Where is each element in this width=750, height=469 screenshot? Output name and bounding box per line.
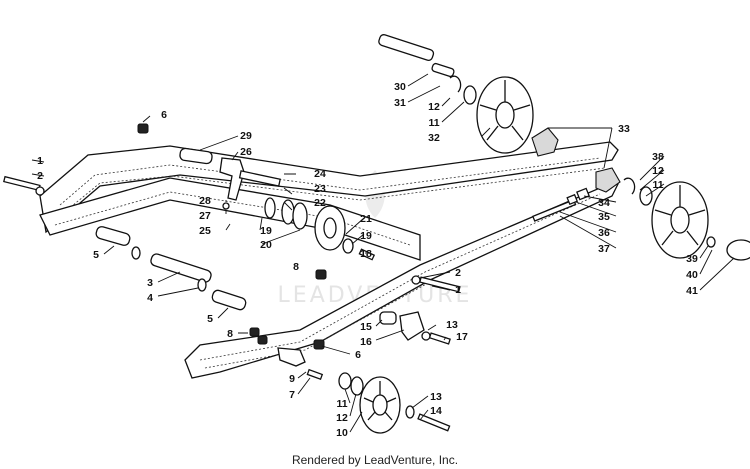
block-15-16	[379, 311, 451, 345]
callout-5-lower: 5	[207, 313, 213, 325]
callout-17: 17	[456, 331, 468, 343]
callout-11-right: 11	[652, 179, 663, 191]
callout-33: 33	[618, 123, 630, 135]
callout-36: 36	[598, 227, 610, 239]
callout-6-lower: 6	[355, 349, 361, 361]
callout-16: 16	[360, 336, 372, 348]
callout-20: 20	[260, 239, 272, 251]
callout-26: 26	[240, 146, 252, 158]
callout-3: 3	[147, 277, 153, 289]
callout-39: 39	[686, 253, 698, 265]
callout-5-upper: 5	[93, 249, 99, 261]
callout-18: 18	[360, 248, 372, 260]
tubes	[95, 226, 247, 311]
callout-34: 34	[598, 197, 610, 209]
callout-labels: 1 2 6 29 26 24 23 22 21 19 18 28 27 25 1…	[37, 81, 698, 439]
shaft-30	[378, 34, 477, 105]
callout-35: 35	[598, 211, 610, 223]
callout-11-top: 11	[428, 117, 439, 129]
wheel-20	[264, 197, 376, 261]
callout-12-bottom: 12	[336, 412, 348, 424]
callout-25: 25	[199, 225, 211, 237]
callout-1-middle: 1	[455, 284, 461, 296]
callout-29: 29	[240, 130, 252, 142]
callout-27: 27	[199, 210, 211, 222]
callout-11-bottom: 11	[336, 398, 347, 410]
callout-37: 37	[598, 243, 610, 255]
callout-9: 9	[289, 373, 295, 385]
bolt-1	[3, 175, 45, 196]
left-rail	[39, 177, 421, 261]
arm-9-and-nut-6	[277, 339, 325, 381]
callout-1: 1	[37, 155, 43, 167]
callout-12-top: 12	[428, 101, 440, 113]
callout-12-right: 12	[652, 165, 664, 177]
callout-28: 28	[199, 195, 211, 207]
callout-38: 38	[652, 151, 664, 163]
callout-13-middle: 13	[446, 319, 458, 331]
callout-6: 6	[161, 109, 167, 121]
callout-4: 4	[147, 292, 153, 304]
bolt-37	[532, 187, 590, 222]
callout-22: 22	[314, 197, 326, 209]
shaft-assembly	[179, 147, 281, 210]
nuts-8	[249, 269, 327, 345]
callout-7: 7	[289, 389, 295, 401]
callout-8-upper: 8	[293, 261, 299, 273]
callout-32: 32	[428, 132, 440, 144]
callout-2-middle: 2	[455, 267, 461, 279]
rear-rail	[39, 141, 619, 234]
wheel-32	[476, 76, 534, 154]
callout-8-lower: 8	[227, 328, 233, 340]
callout-23: 23	[314, 183, 326, 195]
callout-24: 24	[314, 168, 326, 180]
callout-21: 21	[360, 213, 372, 225]
callout-15: 15	[360, 321, 372, 333]
callout-2: 2	[37, 170, 43, 182]
wheel-38	[623, 177, 750, 261]
callout-19-left: 19	[260, 225, 272, 237]
hub-33	[531, 127, 621, 193]
callout-19-right: 19	[360, 230, 372, 242]
callout-40: 40	[686, 269, 698, 281]
leader-lines	[31, 73, 735, 433]
callout-30: 30	[394, 81, 406, 93]
callout-10: 10	[336, 427, 348, 439]
callout-14: 14	[430, 405, 442, 417]
callout-41: 41	[686, 285, 698, 297]
footer-credit: Rendered by LeadVenture, Inc.	[291, 453, 459, 467]
callout-13-bottom: 13	[430, 391, 442, 403]
callout-31: 31	[394, 97, 406, 109]
bolt-2-middle	[411, 275, 461, 293]
nut-6-top	[137, 123, 149, 134]
wheel-10	[338, 372, 451, 434]
